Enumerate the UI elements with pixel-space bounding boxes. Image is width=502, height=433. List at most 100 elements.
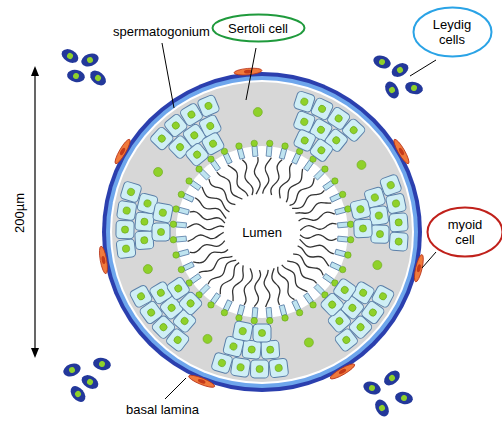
- germ-cell-nucleus: [300, 136, 310, 146]
- germ-cell-body: [129, 284, 153, 308]
- germ-cell: [309, 138, 334, 163]
- spermatid-head: [282, 143, 288, 149]
- germ-cell: [242, 340, 262, 360]
- germ-cell: [371, 225, 389, 243]
- sperm-tail: [287, 261, 316, 284]
- germ-cell-body: [350, 198, 372, 220]
- sperm-tail: [190, 241, 225, 253]
- germ-cell-nucleus: [316, 145, 326, 155]
- myoid-nucleus: [197, 378, 206, 384]
- circled-label: myoid cell: [426, 206, 502, 258]
- spermatid-body: [279, 305, 286, 316]
- germ-cell-body: [242, 340, 262, 360]
- spermatid-head: [267, 317, 273, 323]
- sperm-tail: [295, 203, 331, 214]
- leydig-nucleus: [368, 384, 376, 392]
- myoid-cell-shape: [413, 254, 426, 283]
- germ-cell-nucleus: [347, 303, 357, 313]
- spermatid-head: [345, 252, 351, 258]
- germ-cell: [261, 340, 280, 359]
- myoid-nucleus: [398, 147, 405, 156]
- leader-line: [410, 60, 436, 76]
- germ-cell: [389, 232, 408, 251]
- leydig-cell: [92, 357, 112, 372]
- germ-cell-body: [389, 213, 408, 232]
- leydig-nucleus: [86, 56, 94, 64]
- cell-label: Leydig cells: [427, 17, 477, 47]
- leydig-cell: [361, 379, 382, 396]
- leader-line: [162, 43, 174, 108]
- sperm-tail: [228, 165, 248, 196]
- leydig-nucleus: [68, 366, 76, 374]
- leydig-body: [87, 68, 109, 89]
- germ-cell-nucleus: [355, 322, 365, 332]
- germ-cell-nucleus: [173, 283, 183, 293]
- cell-label: myoid cell: [441, 217, 489, 247]
- leydig-cell: [59, 46, 81, 65]
- leader-line: [422, 252, 436, 268]
- leydig-body: [382, 79, 401, 101]
- spermatid-body: [252, 307, 258, 317]
- leydig-body: [389, 60, 411, 79]
- spermatid-head: [339, 266, 345, 272]
- scale-arrowhead: [31, 66, 39, 76]
- sperm-tail: [242, 160, 253, 195]
- spermatid-head: [310, 302, 316, 308]
- leydig-nucleus: [410, 84, 417, 91]
- germ-cell-body: [201, 131, 225, 155]
- structure-label: basal lamina: [126, 402, 199, 417]
- germ-cell-nucleus: [175, 142, 185, 152]
- germ-cell-nucleus: [140, 236, 148, 244]
- germ-cell-nucleus: [376, 230, 383, 237]
- sperm-tail: [278, 267, 295, 300]
- leydig-nucleus: [94, 74, 102, 82]
- germ-cell-nucleus: [217, 359, 226, 368]
- structure-label: Lumen: [240, 225, 284, 240]
- leydig-body: [394, 391, 414, 406]
- leydig-body: [404, 80, 424, 96]
- germ-cell-body: [269, 358, 289, 378]
- germ-cell-body: [389, 232, 408, 251]
- sperm-tail: [202, 187, 229, 212]
- leydig-cell: [394, 391, 414, 406]
- spermatid-head: [236, 143, 242, 149]
- spermatid-head: [267, 140, 273, 146]
- leydig-body: [68, 383, 89, 405]
- myoid-cell-shape: [113, 138, 133, 165]
- sperm-tail: [300, 223, 336, 230]
- spermatid-head: [332, 178, 338, 184]
- spermatid-head: [236, 315, 242, 321]
- germ-cell-nucleus: [173, 335, 183, 345]
- leydig-body: [79, 51, 100, 68]
- myoid-body: [392, 138, 412, 165]
- germ-cell: [197, 94, 221, 118]
- spermatid-body: [279, 148, 286, 159]
- sperm-tail: [254, 270, 260, 306]
- germ-cell-body: [116, 220, 134, 238]
- germ-cell-nucleus: [356, 205, 365, 214]
- spermatid-head: [296, 309, 302, 315]
- sperm-tail: [298, 246, 329, 266]
- leydig-cell: [382, 79, 401, 101]
- sperm-tail: [279, 163, 292, 198]
- germ-cell-nucleus: [141, 218, 149, 226]
- leydig-nucleus: [388, 86, 396, 94]
- germ-cell: [135, 231, 154, 250]
- circle-outline-ring: [428, 208, 502, 257]
- sertoli-nucleus: [143, 265, 152, 274]
- leydig-nucleus: [396, 66, 404, 74]
- spermatid-head: [186, 178, 192, 184]
- leydig-body: [79, 372, 101, 391]
- germ-cell-body: [261, 340, 280, 359]
- germ-cell-nucleus: [121, 226, 128, 233]
- sperm-tail: [193, 250, 228, 263]
- germ-cell-nucleus: [378, 291, 388, 301]
- leydig-nucleus: [66, 52, 74, 60]
- sperm-tail: [290, 178, 315, 205]
- spermatid-body: [337, 222, 347, 228]
- germ-cell-body: [309, 138, 334, 163]
- sperm-tail: [263, 158, 272, 194]
- sertoli-nucleus: [357, 160, 366, 169]
- spermatid-body: [178, 249, 189, 256]
